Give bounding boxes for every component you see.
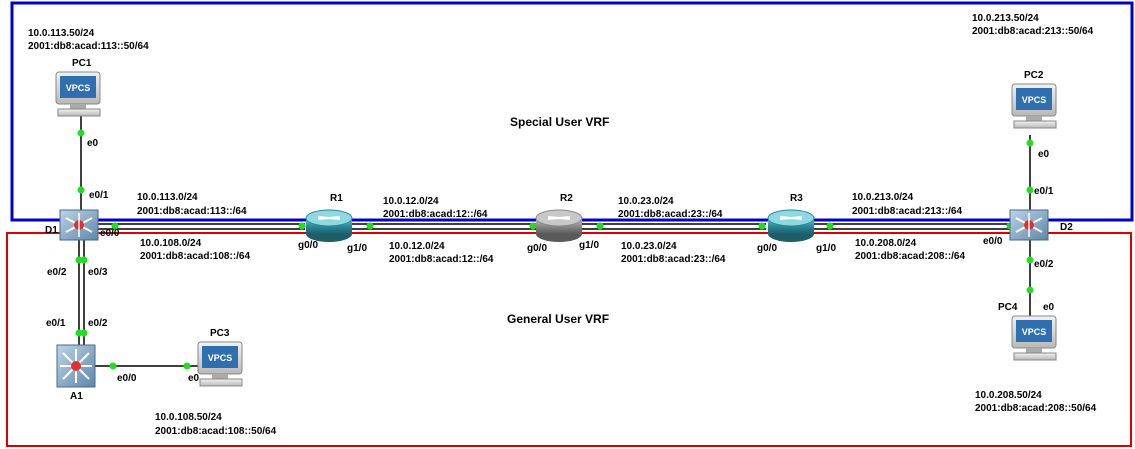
pc2-ipv4: 10.0.213.50/24 xyxy=(972,13,1039,24)
net-r3-d2-special-ipv6: 2001:db8:acad:213::/64 xyxy=(852,206,962,217)
r1-name: R1 xyxy=(330,193,343,204)
port-dot-pc1-e0 xyxy=(77,129,85,137)
net-r1-r2-special-ipv6: 2001:db8:acad:12::/64 xyxy=(383,209,488,220)
pc2-ipv6: 2001:db8:acad:213::50/64 xyxy=(972,26,1094,37)
port-dot-a1-e01 xyxy=(75,329,83,337)
net-r2-r3-special-ipv4: 10.0.23.0/24 xyxy=(618,196,674,207)
general-vrf-title: General User VRF xyxy=(507,312,609,326)
pc4-ipv4: 10.0.208.50/24 xyxy=(975,390,1042,401)
pc4-vpcs-icon[interactable]: VPCS xyxy=(1011,315,1057,361)
port-dot-r1-g10 xyxy=(366,222,374,230)
svg-text:VPCS: VPCS xyxy=(66,83,91,93)
port-dot-d2-e01 xyxy=(1026,186,1034,194)
r3-name: R3 xyxy=(790,193,803,204)
pc1-vpcs-icon[interactable]: VPCS xyxy=(55,71,101,117)
port-label-d2-e00: e0/0 xyxy=(983,236,1003,247)
port-dot-d1-e00 xyxy=(111,222,119,230)
net-d1-r1-special-ipv6: 2001:db8:acad:113::/64 xyxy=(137,206,247,217)
net-r1-r2-general-ipv4: 10.0.12.0/24 xyxy=(389,241,445,252)
a1-switch-icon[interactable] xyxy=(56,344,96,388)
port-dot-r3-g10 xyxy=(826,222,834,230)
pc2-vpcs-icon[interactable]: VPCS xyxy=(1011,83,1057,129)
net-r1-r2-general-ipv6: 2001:db8:acad:12::/64 xyxy=(389,254,494,265)
port-label-r1-g10: g1/0 xyxy=(347,243,367,254)
port-label-d2-e02: e0/2 xyxy=(1034,259,1054,270)
special-vrf-box xyxy=(10,1,1134,222)
port-dot-d1-e02 xyxy=(75,256,83,264)
port-label-a1-e01: e0/1 xyxy=(46,318,66,329)
port-dot-r3-g00 xyxy=(758,222,766,230)
port-dot-pc2-e0 xyxy=(1026,139,1034,147)
pc4-name: PC4 xyxy=(998,302,1018,313)
port-dot-r1-g00 xyxy=(298,222,306,230)
port-label-d1-e01: e0/1 xyxy=(89,190,109,201)
port-label-d2-e01: e0/1 xyxy=(1034,186,1054,197)
r1-router-icon[interactable] xyxy=(305,209,353,242)
d2-name: D2 xyxy=(1060,222,1073,233)
port-label-pc2-e0: e0 xyxy=(1038,149,1050,160)
port-dot-a1-e00 xyxy=(109,362,117,370)
port-label-d1-e00: e0/0 xyxy=(100,228,120,239)
port-label-r3-g10: g1/0 xyxy=(816,243,836,254)
pc3-ipv4: 10.0.108.50/24 xyxy=(155,412,222,423)
svg-text:VPCS: VPCS xyxy=(208,353,233,363)
port-label-a1-e02: e0/2 xyxy=(88,318,108,329)
a1-name: A1 xyxy=(70,391,83,402)
port-label-pc4-e0: e0 xyxy=(1043,302,1055,313)
port-label-r3-g00: g0/0 xyxy=(757,243,777,254)
net-r3-d2-special-ipv4: 10.0.213.0/24 xyxy=(852,192,914,203)
net-r2-r3-special-ipv6: 2001:db8:acad:23::/64 xyxy=(618,209,723,220)
port-dot-pc4-e0 xyxy=(1026,286,1034,294)
svg-text:VPCS: VPCS xyxy=(1022,95,1047,105)
r3-router-icon[interactable] xyxy=(767,209,815,242)
pc2-name: PC2 xyxy=(1024,70,1044,81)
pc1-ipv6: 2001:db8:acad:113::50/64 xyxy=(28,41,149,52)
port-label-d1-e03: e0/3 xyxy=(88,267,108,278)
d1-name: D1 xyxy=(45,225,58,236)
port-dot-d2-e02 xyxy=(1026,256,1034,264)
port-dot-r2-g10 xyxy=(596,222,604,230)
net-r2-r3-general-ipv4: 10.0.23.0/24 xyxy=(621,241,677,252)
port-label-pc1-e0: e0 xyxy=(87,138,99,149)
port-label-d1-e02: e0/2 xyxy=(47,267,67,278)
net-r3-d2-general-ipv4: 10.0.208.0/24 xyxy=(855,238,917,249)
port-label-pc3-e0: e0 xyxy=(188,373,200,384)
net-d1-r1-special-ipv4: 10.0.113.0/24 xyxy=(137,192,198,203)
port-label-r2-g10: g1/0 xyxy=(579,240,599,251)
special-vrf-title: Special User VRF xyxy=(510,115,609,129)
pc3-name: PC3 xyxy=(210,328,230,339)
pc4-ipv6: 2001:db8:acad:208::50/64 xyxy=(975,403,1097,414)
pc3-ipv6: 2001:db8:acad:108::50/64 xyxy=(155,426,277,437)
net-d1-r1-general-ipv6: 2001:db8:acad:108::/64 xyxy=(140,251,250,262)
pc3-vpcs-icon[interactable]: VPCS xyxy=(197,341,243,387)
d1-switch-icon[interactable] xyxy=(59,209,99,241)
net-r2-r3-general-ipv6: 2001:db8:acad:23::/64 xyxy=(621,254,726,265)
port-dot-pc3-e0 xyxy=(183,362,191,370)
net-r3-d2-general-ipv6: 2001:db8:acad:208::/64 xyxy=(855,251,965,262)
net-d1-r1-general-ipv4: 10.0.108.0/24 xyxy=(140,238,202,249)
port-dot-a1-e02 xyxy=(80,329,88,337)
svg-text:VPCS: VPCS xyxy=(1022,327,1047,337)
port-dot-r2-g00 xyxy=(529,222,537,230)
port-label-r2-g00: g0/0 xyxy=(527,243,547,254)
d2-switch-icon[interactable] xyxy=(1009,209,1049,241)
net-r1-r2-special-ipv4: 10.0.12.0/24 xyxy=(383,196,439,207)
r2-name: R2 xyxy=(560,193,573,204)
port-dot-d1-e03 xyxy=(80,256,88,264)
r2-router-icon[interactable] xyxy=(535,209,583,242)
port-label-r1-g00: g0/0 xyxy=(298,240,318,251)
pc1-name: PC1 xyxy=(72,58,92,69)
port-label-a1-e00: e0/0 xyxy=(117,373,137,384)
pc1-ipv4: 10.0.113.50/24 xyxy=(28,28,95,39)
port-dot-d1-e01 xyxy=(77,186,85,194)
